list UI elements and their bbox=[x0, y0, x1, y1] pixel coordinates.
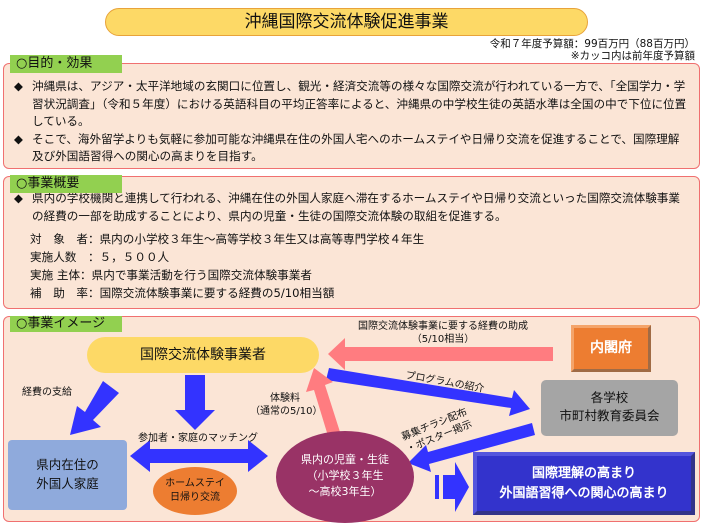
subsidy-label-line: （5/10相当） bbox=[411, 334, 475, 345]
matching-arrow bbox=[175, 375, 215, 430]
overview-label: ○事業概要 bbox=[10, 175, 122, 193]
fee-label-line: （通常の5/10） bbox=[250, 406, 323, 417]
overview-section: 県内の学校機関と連携して行われる、沖縄在住の外国人家庭へ滞在するホームステイや日… bbox=[3, 176, 700, 309]
recruit-arrow bbox=[408, 423, 535, 472]
purpose-section: 沖縄県は、アジア・太平洋地域の玄関口に位置し、観光・経済交流等の様々な国際交流が… bbox=[3, 63, 700, 169]
subsidy-label: 国際交流体験事業に要する経費の助成 （5/10相当） bbox=[338, 320, 548, 346]
program-arrow bbox=[326, 368, 530, 416]
budget-info: 令和７年度予算額：99百万円（88百万円） ※カッコ内は前年度予算額 bbox=[490, 38, 695, 62]
overview-rate: 補 助 率：国際交流体験事業に要する経費の5/10相当額 bbox=[30, 286, 335, 300]
outcome-arrow bbox=[443, 462, 469, 512]
students-line: 県内の児童・生徒 bbox=[301, 453, 389, 466]
outcome-line: 国際理解の高まり bbox=[531, 466, 636, 481]
schools-line: 各学校 bbox=[590, 390, 629, 405]
subsidy-label-line: 国際交流体験事業に要する経費の助成 bbox=[358, 321, 528, 332]
matching-label: 参加者・家庭のマッチング bbox=[138, 433, 258, 444]
image-label: ○事業イメージ bbox=[10, 316, 122, 332]
budget-amount: 令和７年度予算額：99百万円（88百万円） bbox=[489, 38, 695, 50]
overview-entity: 実施 主体：県内で事業活動を行う国際交流体験事業者 bbox=[30, 268, 312, 282]
overview-count: 実施人数 ：５，５００人 bbox=[30, 250, 170, 264]
family-matching-double-arrow bbox=[130, 440, 268, 472]
schools-line: 市町村教育委員会 bbox=[559, 408, 660, 423]
families-line: 外国人家庭 bbox=[36, 476, 99, 491]
overview-target: 対 象 者：県内の小学校３年生～高等学校３年生又は高等専門学校４年生 bbox=[30, 232, 425, 246]
homestay-line: 日帰り交流 bbox=[170, 492, 220, 503]
fee-label-line: 体験料 bbox=[270, 393, 300, 404]
overview-bullet: 県内の学校機関と連携して行われる、沖縄在住の外国人家庭へ滞在するホームステイや日… bbox=[10, 190, 689, 225]
expense-label: 経費の支給 bbox=[22, 387, 72, 398]
students-node: 県内の児童・生徒 （小学校３年生 ～高校3年生） bbox=[276, 431, 414, 523]
schools-node: 各学校 市町村教育委員会 bbox=[541, 380, 678, 436]
purpose-label: ○目的・効果 bbox=[10, 55, 122, 73]
outcome-line: 外国語習得への関心の高まり bbox=[499, 486, 669, 501]
cabinet-office-node: 内閣府 bbox=[571, 325, 651, 372]
expense-arrow bbox=[70, 381, 119, 435]
operator-node: 国際交流体験事業者 bbox=[87, 337, 319, 373]
purpose-bullet: そこで、海外留学よりも気軽に参加可能な沖縄県在住の外国人宅へのホームステイや日帰… bbox=[10, 131, 689, 166]
fee-arrow bbox=[306, 368, 340, 436]
outcome-node: 国際理解の高まり 外国語習得への関心の高まり bbox=[473, 452, 695, 515]
students-line: ～高校3年生） bbox=[308, 485, 382, 498]
subsidy-arrow bbox=[328, 338, 553, 370]
families-node: 県内在住の 外国人家庭 bbox=[8, 440, 127, 510]
students-line: （小学校３年生 bbox=[306, 469, 384, 482]
homestay-node: ホームステイ 日帰り交流 bbox=[153, 467, 237, 515]
homestay-line: ホームステイ bbox=[165, 478, 225, 489]
page-title: 沖縄国際交流体験促進事業 bbox=[105, 8, 588, 36]
purpose-bullet: 沖縄県は、アジア・太平洋地域の玄関口に位置し、観光・経済交流等の様々な国際交流が… bbox=[10, 78, 689, 131]
fee-label: 体験料 （通常の5/10） bbox=[250, 392, 323, 418]
budget-note: ※カッコ内は前年度予算額 bbox=[570, 50, 695, 62]
families-line: 県内在住の bbox=[36, 457, 99, 472]
